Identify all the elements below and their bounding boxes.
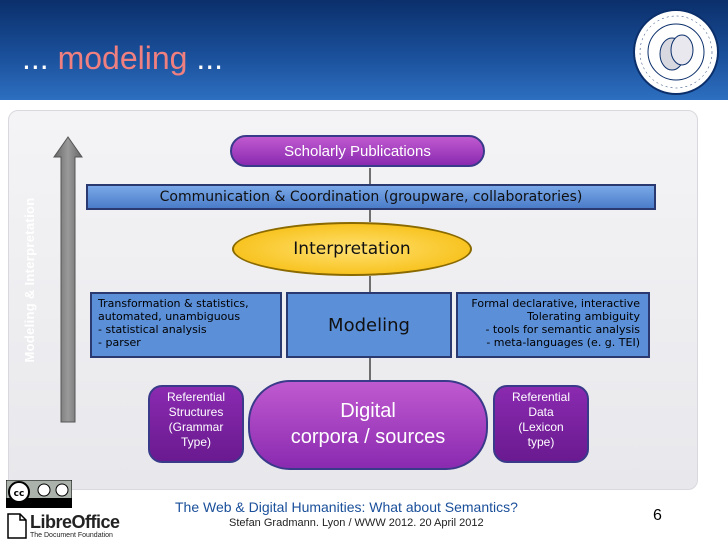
modeling-box: Modeling	[286, 292, 452, 358]
ref-data-line: Referential	[511, 390, 571, 404]
ref-data-line: type)	[527, 435, 555, 449]
transformation-line: - parser	[98, 336, 141, 349]
formal-line: Tolerating ambiguity	[527, 310, 640, 323]
formal-line: - tools for semantic analysis	[485, 323, 640, 336]
libreoffice-foundation: The Document Foundation	[30, 532, 113, 539]
referential-structures-box: Referential Structures (Grammar Type)	[148, 385, 244, 463]
scholarly-publications-box: Scholarly Publications	[230, 135, 485, 167]
formal-line: Formal declarative, interactive	[471, 297, 640, 310]
university-seal-logo	[633, 9, 719, 95]
interpretation-ellipse: Interpretation	[232, 222, 472, 276]
transformation-line: - statistical analysis	[98, 323, 207, 336]
libreoffice-name: LibreOffice	[30, 512, 120, 532]
communication-bar: Communication & Coordination (groupware,…	[86, 184, 656, 210]
title-suffix: ...	[196, 40, 223, 76]
ref-data-line: Data	[528, 405, 554, 419]
ref-structures-line: (Grammar	[168, 420, 224, 434]
ref-data-line: (Lexicon	[518, 420, 564, 434]
title-prefix: ...	[22, 40, 49, 76]
digital-line: Digital	[340, 400, 396, 422]
transformation-box: Transformation & statistics, automated, …	[90, 292, 282, 358]
vertical-arrow	[53, 136, 83, 423]
slide-header	[0, 0, 728, 100]
footer-title: The Web & Digital Humanities: What about…	[175, 499, 518, 515]
referential-data-box: Referential Data (Lexicon type)	[493, 385, 589, 463]
creative-commons-icon: cc	[6, 480, 72, 508]
ref-structures-line: Type)	[180, 435, 211, 449]
formal-declarative-box: Formal declarative, interactive Tolerati…	[456, 292, 650, 358]
digital-corpora-box: Digital corpora / sources	[248, 380, 488, 470]
slide-title: ... modeling ...	[22, 40, 223, 77]
digital-line: corpora / sources	[290, 426, 446, 448]
ref-structures-line: Referential	[166, 390, 226, 404]
transformation-line: automated, unambiguous	[98, 310, 241, 323]
svg-text:cc: cc	[14, 489, 25, 499]
side-arrow-label: Modeling & Interpretation	[22, 197, 37, 363]
title-main: modeling	[57, 40, 188, 76]
transformation-line: Transformation & statistics,	[98, 297, 249, 310]
page-number: 6	[653, 507, 662, 524]
libreoffice-logo-icon	[7, 513, 27, 539]
footer-author: Stefan Gradmann. Lyon / WWW 2012. 20 Apr…	[229, 517, 484, 529]
ref-structures-line: Structures	[168, 405, 224, 419]
formal-line: - meta-languages (e. g. TEI)	[486, 336, 640, 349]
